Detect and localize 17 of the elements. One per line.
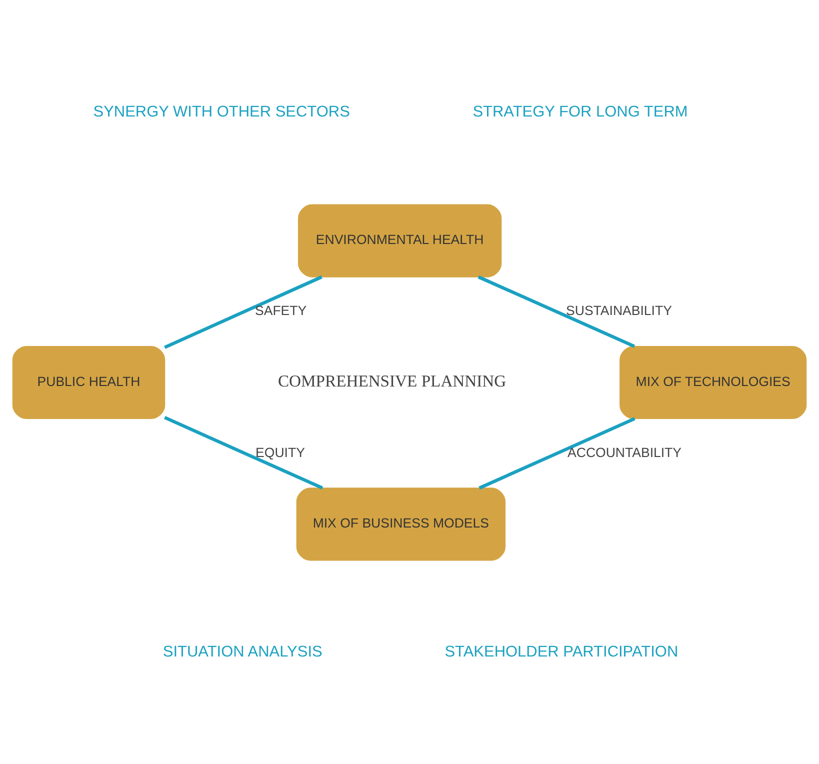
edge-label: SAFETY [255,302,307,318]
label: STRATEGY FOR LONG TERM [472,103,688,120]
connector [478,416,636,490]
connector [478,274,636,348]
edge-label: SUSTAINABILITY [566,302,672,318]
connector [164,416,324,490]
edge-label: EQUITY [256,444,305,460]
node-box: PUBLIC HEALTH [12,345,166,419]
node-box: MIX OF TECHNOLOGIES [620,345,807,419]
label: COMPREHENSIVE PLANNING [278,370,506,390]
label: SYNERGY WITH OTHER SECTORS [93,103,350,120]
node-box: ENVIRONMENTAL HEALTH [298,204,502,277]
label: STAKEHOLDER PARTICIPATION [444,643,678,660]
node-box: MIX OF BUSINESS MODELS [296,487,506,560]
label: SITUATION ANALYSIS [162,643,322,660]
connector [164,274,322,348]
edge-label: ACCOUNTABILITY [568,444,682,460]
